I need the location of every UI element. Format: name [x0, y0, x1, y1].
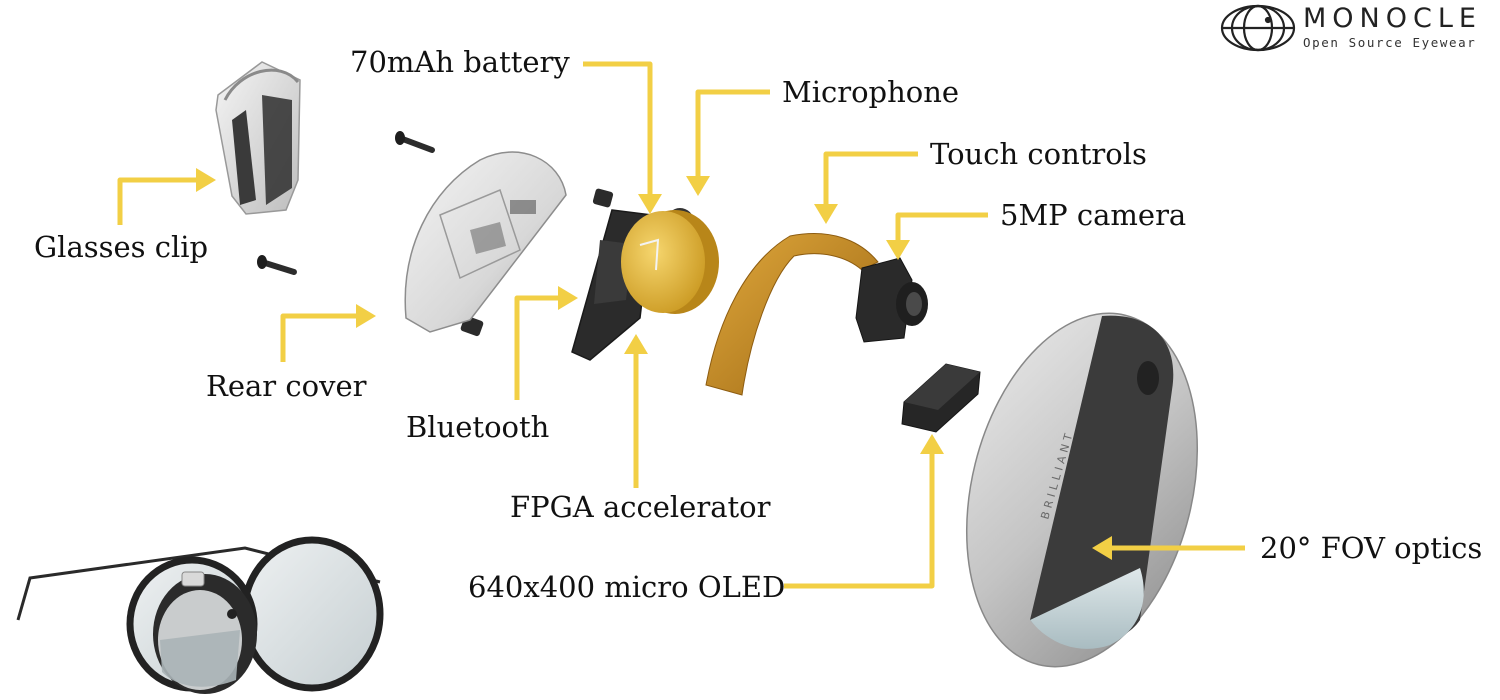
brand-tagline: Open Source Eyewear [1303, 34, 1477, 50]
label-oled: 640x400 micro OLED [468, 570, 786, 604]
arrow-oled [784, 452, 935, 589]
label-glasses-clip: Glasses clip [34, 230, 209, 264]
monocle-logo-mark [1220, 4, 1296, 52]
arrow-microphone [695, 89, 770, 178]
label-microphone: Microphone [782, 75, 960, 109]
glasses-clip-part [215, 61, 301, 215]
label-battery: 70mAh battery [350, 45, 570, 79]
touch-flex-part [705, 233, 879, 396]
arrowhead-rear-cover [356, 304, 376, 328]
arrow-battery [583, 61, 653, 200]
label-touch-controls: Touch controls [930, 137, 1147, 171]
camera-part [855, 257, 928, 343]
arrow-glasses-clip [117, 177, 200, 225]
glasses-illustration [16, 536, 384, 694]
arrowhead-camera [886, 240, 910, 260]
arrowhead-touch-controls [814, 204, 838, 224]
arrowhead-oled [920, 434, 944, 454]
battery-part [621, 210, 719, 314]
oled-part [901, 363, 981, 433]
label-rear-cover: Rear cover [206, 369, 367, 403]
arrowhead-fpga [624, 334, 648, 354]
label-fpga: FPGA accelerator [510, 490, 771, 524]
arrowhead-bluetooth [558, 286, 578, 310]
label-optics: 20° FOV optics [1260, 531, 1483, 565]
arrow-rear-cover [280, 313, 360, 362]
brand-block: MONOCLE Open Source Eyewear [1303, 4, 1482, 49]
optics-housing-part: BRILLIANT [965, 312, 1199, 668]
arrowhead-battery [638, 194, 662, 214]
rear-cover-part [404, 151, 567, 333]
callout-arrows [117, 61, 1245, 589]
arrowhead-optics [1092, 536, 1112, 560]
arrow-touch-controls [823, 151, 918, 206]
arrowhead-glasses-clip [196, 168, 216, 192]
arrow-camera [895, 212, 988, 242]
arrow-bluetooth [514, 295, 560, 400]
arrowhead-microphone [686, 176, 710, 196]
label-camera: 5MP camera [1000, 198, 1187, 232]
brand-name: MONOCLE [1303, 3, 1482, 34]
callout-arrowheads [196, 168, 1112, 560]
label-bluetooth: Bluetooth [406, 410, 550, 444]
